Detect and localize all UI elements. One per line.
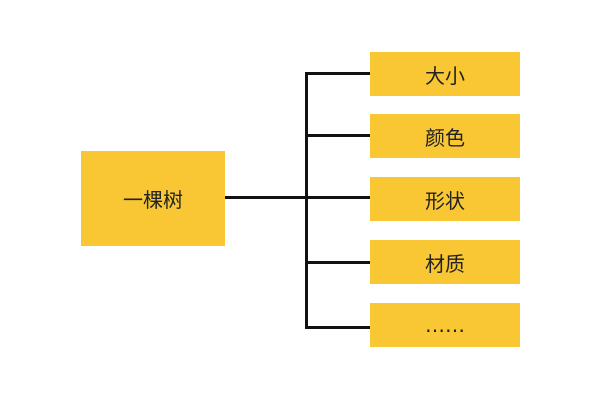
child-label: 材质 <box>425 251 465 276</box>
child-node-more: …… <box>370 303 520 347</box>
child-label: 颜色 <box>425 125 465 150</box>
root-label: 一棵树 <box>123 188 183 212</box>
root-node: 一棵树 <box>81 151 225 246</box>
child-label: …… <box>425 313 465 337</box>
branch-line <box>305 261 370 264</box>
child-node-material: 材质 <box>370 240 520 284</box>
branch-line <box>305 134 370 137</box>
child-label: 大小 <box>425 63 465 88</box>
trunk-line <box>305 72 308 329</box>
branch-line <box>305 326 370 329</box>
branch-line <box>305 196 370 199</box>
child-node-shape: 形状 <box>370 177 520 221</box>
root-connector <box>225 196 306 199</box>
child-node-size: 大小 <box>370 52 520 96</box>
child-label: 形状 <box>425 188 465 213</box>
branch-line <box>305 72 370 75</box>
child-node-color: 颜色 <box>370 114 520 158</box>
